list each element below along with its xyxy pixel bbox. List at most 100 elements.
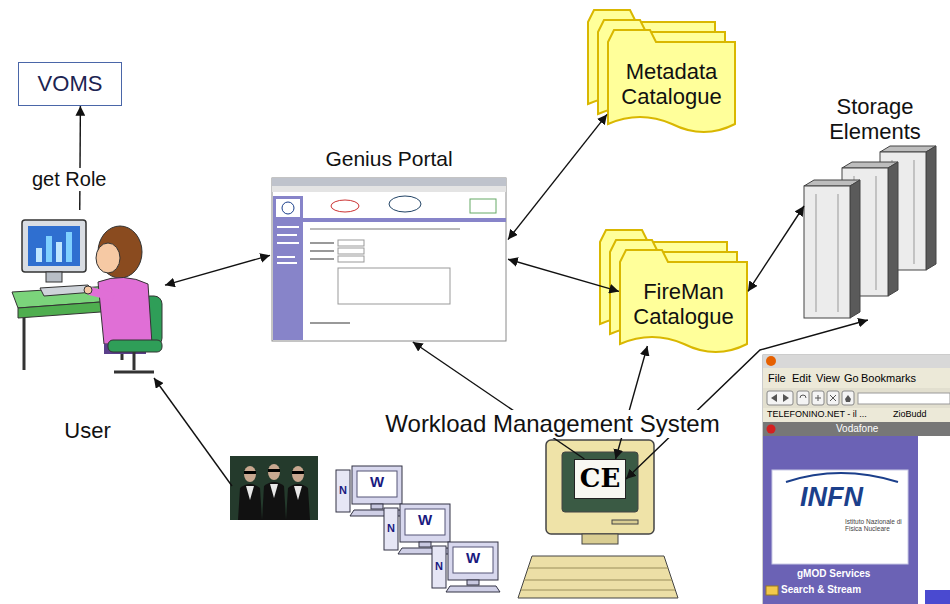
node-label: Workload Management System — [381, 410, 723, 438]
menu-item: View — [816, 372, 840, 384]
browser-screenshot — [763, 408, 950, 422]
worker-computers — [371, 504, 383, 509]
browser-screenshot — [763, 368, 950, 388]
ce-computer — [518, 556, 678, 598]
storage-servers — [926, 146, 936, 270]
agents-photo — [286, 484, 310, 520]
portal-screenshot — [310, 242, 334, 244]
connector-arrow — [748, 206, 804, 291]
portal-screenshot — [272, 186, 506, 192]
node-label: FireMan Catalogue — [623, 279, 744, 330]
portal-screen: Genius Portal — [270, 145, 508, 342]
portal-screenshot — [277, 242, 299, 244]
metadata-folders — [608, 30, 735, 132]
ce-computer — [546, 440, 654, 534]
browser-screenshot — [772, 470, 908, 564]
user-figure: User — [10, 210, 165, 445]
node-label: User — [64, 418, 110, 443]
portal-screenshot — [389, 196, 421, 212]
browser-screenshot — [815, 395, 821, 401]
worker-computers — [419, 542, 431, 547]
user-illustration — [96, 243, 120, 273]
worker-computers — [467, 580, 479, 585]
portal-screenshot — [310, 258, 334, 260]
user-illustration — [22, 220, 86, 272]
portal-screenshot — [276, 199, 300, 217]
agents-photo — [230, 456, 318, 520]
agents-photo — [246, 486, 254, 500]
storage-servers — [838, 194, 839, 312]
logo-text: INFN — [800, 483, 863, 513]
menu-item: Bookmarks — [861, 372, 916, 384]
user-illustration — [98, 277, 152, 344]
agents-photo — [230, 456, 318, 520]
sidebar-item: gMOD Services — [797, 568, 870, 579]
node-label: Metadata Catalogue — [611, 59, 732, 110]
agents-photo — [262, 482, 286, 520]
portal-screenshot — [272, 178, 506, 341]
ce-computer — [524, 580, 672, 581]
ce-screen: CE — [574, 459, 626, 499]
ce-computer — [528, 568, 668, 569]
agents-photo — [294, 486, 302, 500]
bookmark-item: TELEFONINO.NET - il ... — [767, 410, 867, 420]
portal-screenshot — [272, 178, 506, 341]
storage-servers — [816, 194, 817, 312]
node-label: CE — [580, 464, 621, 494]
logo-subtitle: Istituto Nazionale di Fisica Nucleare — [845, 518, 903, 532]
storage-servers — [914, 160, 915, 264]
user-illustration — [36, 248, 42, 262]
worker-letter: N — [435, 560, 443, 572]
agents-photo — [292, 466, 304, 482]
worker-computers — [405, 509, 445, 535]
agents-photo — [238, 484, 262, 520]
storage-servers — [804, 146, 936, 318]
fireman-folders — [600, 230, 747, 352]
user-illustration — [108, 340, 162, 352]
portal-screenshot — [338, 240, 364, 246]
portal-screenshot — [303, 218, 506, 222]
browser-screenshot — [925, 590, 950, 604]
menu-item: Edit — [792, 372, 811, 384]
portal-screenshot — [277, 262, 297, 264]
ce-computer — [521, 590, 675, 591]
portal-screenshot — [277, 256, 295, 258]
browser-screenshot — [783, 394, 789, 402]
agents-photo — [292, 471, 304, 474]
worker-computers — [400, 504, 450, 542]
connector-arrow — [508, 259, 619, 291]
user-illustration — [56, 242, 62, 262]
portal-screenshot — [277, 234, 297, 236]
browser-screenshot — [845, 395, 851, 402]
worker-computers — [432, 546, 446, 588]
browser-screenshot — [918, 436, 950, 604]
browser-screenshot — [812, 391, 824, 405]
user-illustration — [133, 352, 136, 370]
user-illustration — [46, 272, 62, 282]
agents-photo — [244, 471, 256, 474]
connector-arrow — [413, 342, 585, 459]
menu-item: Go — [844, 372, 859, 384]
worker-computers — [446, 586, 500, 592]
browser-screenshot — [763, 355, 950, 604]
portal-screenshot — [338, 248, 364, 254]
worker-computers — [384, 508, 398, 550]
browser-screenshot — [763, 355, 950, 368]
agents-photo — [268, 464, 280, 480]
browser-screenshot — [767, 425, 776, 434]
browser-screenshot — [766, 356, 776, 366]
portal-screenshot — [273, 196, 303, 340]
agents-photo — [270, 484, 278, 498]
user-illustration — [90, 291, 110, 296]
metadata-folders — [588, 10, 735, 132]
worker-computers — [336, 470, 350, 512]
connector-arrow — [616, 346, 648, 459]
user-illustration — [40, 285, 94, 296]
user-illustration — [12, 220, 162, 372]
ce-computer — [562, 452, 638, 512]
portal-screenshot — [331, 200, 359, 212]
storage-servers — [850, 180, 860, 318]
bookmark-item: ZioBudd — [893, 410, 927, 420]
catalogue-folder: FireMan Catalogue — [619, 262, 748, 346]
